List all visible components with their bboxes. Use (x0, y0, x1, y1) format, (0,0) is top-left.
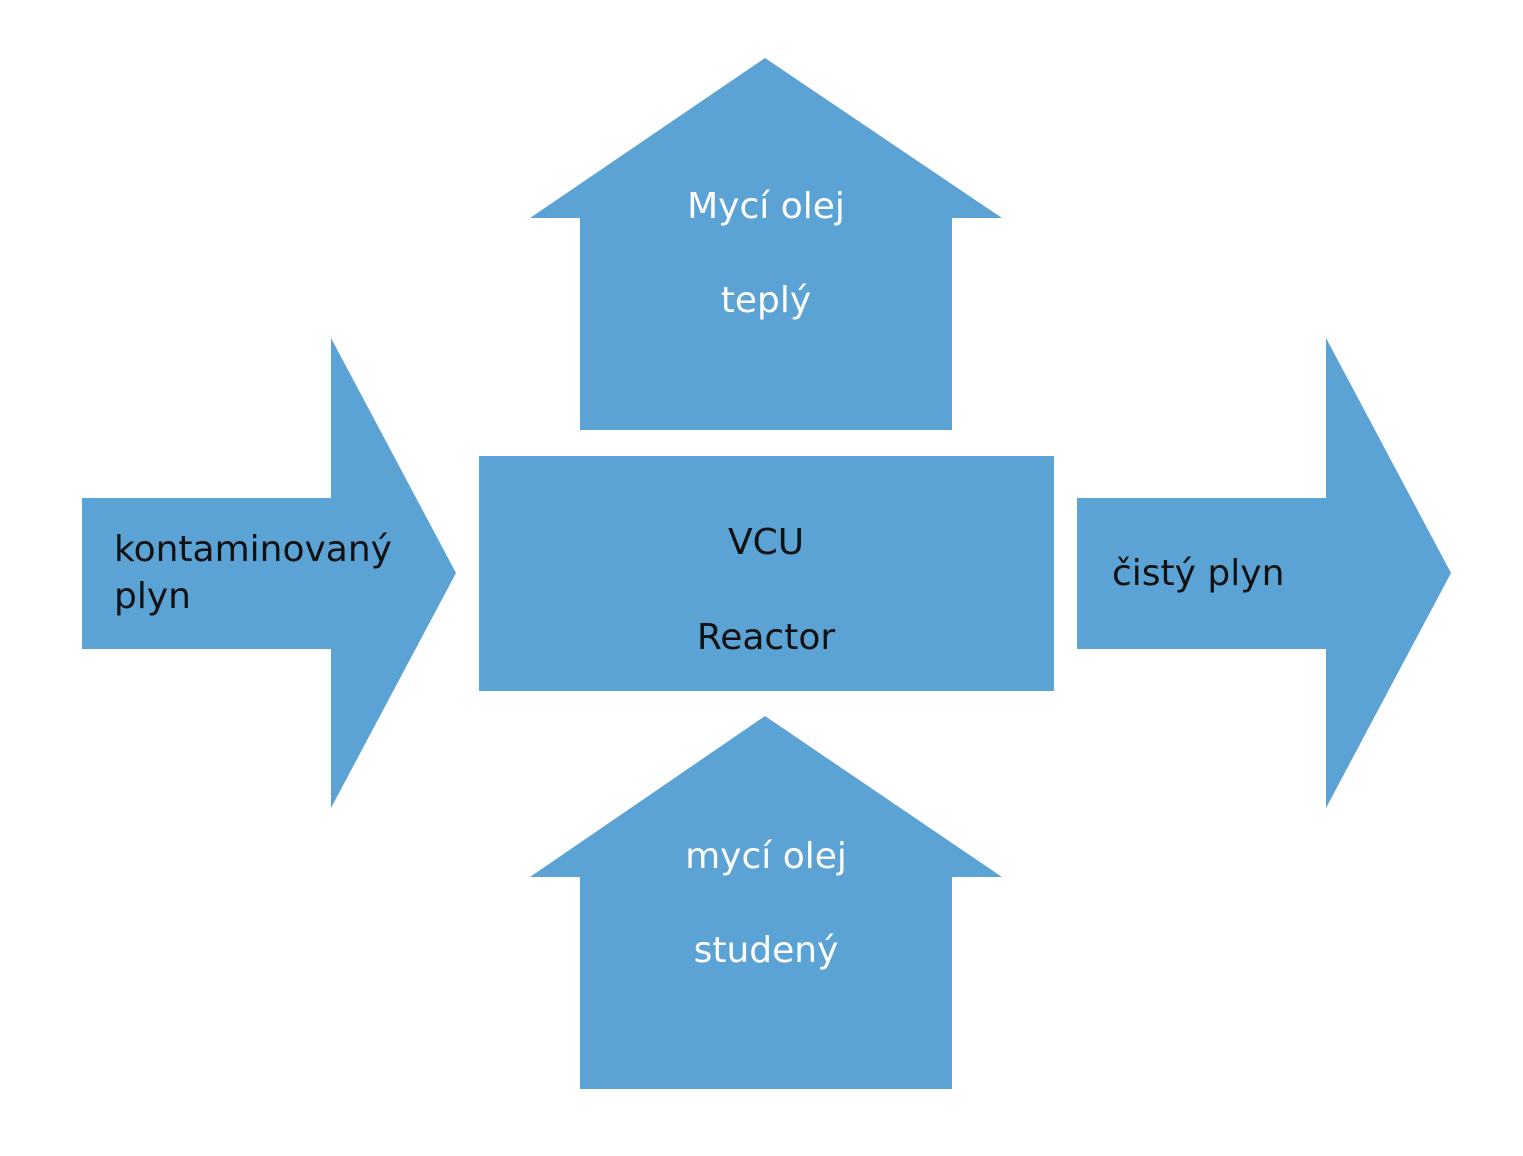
left-arrow-label-line1: kontaminovaný (114, 529, 392, 570)
top-arrow-label-line2: teplý (721, 280, 811, 321)
bottom-arrow-label-line1: mycí olej (685, 836, 847, 877)
center-box-vcu-reactor: VCU Reactor (479, 456, 1054, 691)
right-arrow-label-line1: čistý plyn (1112, 553, 1284, 594)
bottom-arrow-label-line2: studený (694, 930, 839, 971)
right-arrow-shape (1077, 338, 1451, 808)
top-arrow-warm-oil: Mycí olej teplý (530, 58, 1002, 430)
bottom-arrow-shape (530, 716, 1002, 1089)
right-arrow-clean-gas: čistý plyn (1077, 338, 1451, 808)
left-arrow-contaminated-gas: kontaminovaný plyn (82, 338, 456, 808)
bottom-arrow-cold-oil: mycí olej studený (530, 716, 1002, 1089)
left-arrow-shape (82, 338, 456, 808)
top-arrow-label-line1: Mycí olej (687, 186, 845, 227)
center-box-shape (479, 456, 1054, 691)
top-arrow-shape (530, 58, 1002, 430)
center-box-label-line1: VCU (728, 522, 804, 563)
center-box-label-line2: Reactor (697, 617, 836, 658)
left-arrow-label-line2: plyn (114, 576, 191, 617)
